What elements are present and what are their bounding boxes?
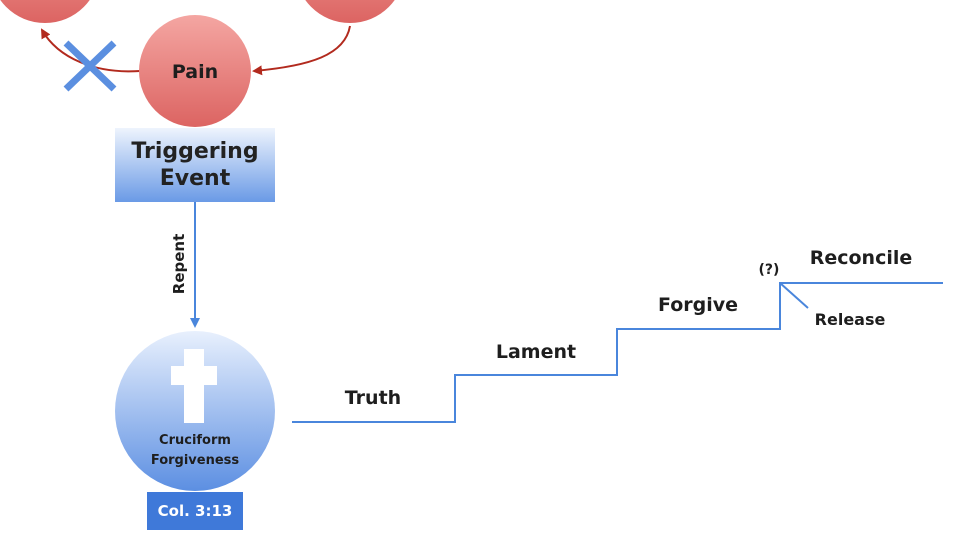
verse-label: Col. 3:13	[157, 502, 233, 520]
step-reconcile: Reconcile	[810, 247, 913, 269]
step-lament: Lament	[496, 341, 576, 363]
step-forgive: Forgive	[658, 294, 738, 316]
release-branch-line	[779, 282, 809, 309]
step-release: Release	[815, 310, 886, 329]
triggering-label-line2: Event	[159, 166, 231, 191]
repent-label: Repent	[170, 234, 188, 294]
triggering-event-box: Triggering Event	[115, 128, 275, 202]
verse-badge: Col. 3:13	[147, 492, 243, 530]
cross-icon	[171, 349, 217, 423]
cycle-circle-left	[0, 0, 90, 23]
cruciform-label-line2: Forgiveness	[151, 453, 240, 468]
triggering-label-line1: Triggering	[131, 139, 259, 164]
step-question: (?)	[759, 262, 780, 278]
arrow-from-pain	[41, 28, 141, 73]
staircase-line	[292, 282, 943, 423]
pain-label: Pain	[172, 61, 218, 83]
cruciform-label-line1: Cruciform	[159, 433, 231, 448]
step-truth: Truth	[345, 387, 401, 409]
cycle-circle-right	[305, 0, 395, 23]
blocked-x-icon	[63, 40, 117, 92]
arrow-to-pain	[252, 25, 351, 76]
pain-circle	[139, 15, 251, 127]
